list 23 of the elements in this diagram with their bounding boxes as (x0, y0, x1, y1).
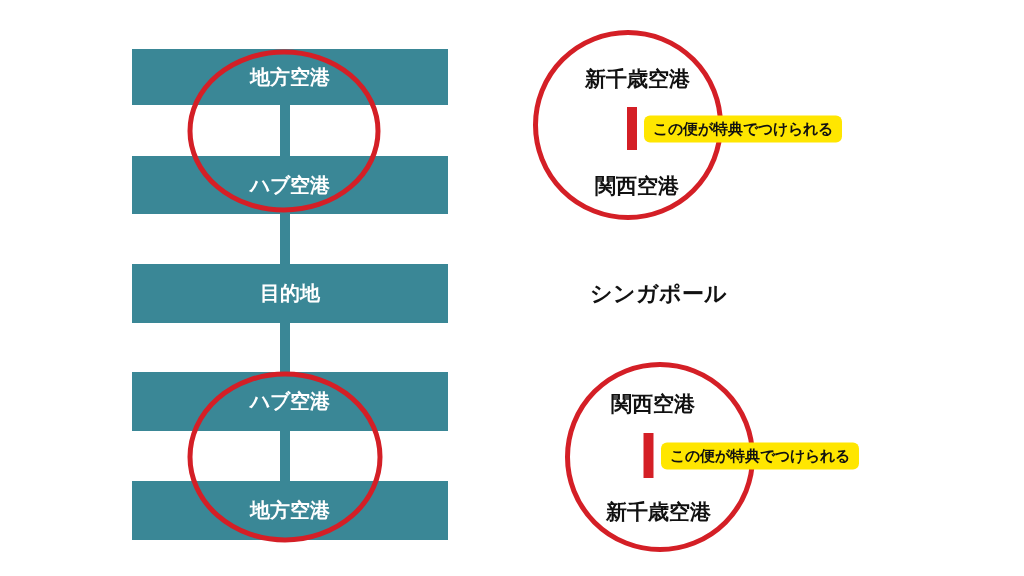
route-bar (132, 372, 448, 431)
stop-name: ハブ空港 (250, 388, 330, 415)
connector-line (280, 431, 290, 481)
airport-name: 関西空港 (595, 173, 679, 199)
connector-line (280, 214, 290, 264)
route-bar (132, 156, 448, 214)
connector-line (280, 323, 290, 372)
route-bar (132, 264, 448, 323)
destination-name: シンガポール (589, 280, 727, 308)
stop-name: 地方空港 (250, 497, 330, 524)
stop-name: 地方空港 (250, 63, 330, 91)
airport-name: 新千歳空港 (584, 67, 690, 93)
edge-label: この便が特典でつけられる (644, 115, 842, 142)
connector-line (627, 107, 637, 150)
route-bar (132, 481, 448, 540)
airport-name: 関西空港 (610, 392, 695, 418)
route-bar (132, 49, 448, 105)
edge-label: この便が特典でつけられる (660, 442, 859, 469)
connector-line (280, 105, 290, 156)
stop-name: ハブ空港 (250, 171, 330, 199)
connector-line (643, 433, 654, 478)
stop-name: 目的地 (260, 280, 320, 307)
airport-name: 新千歳空港 (605, 499, 711, 525)
